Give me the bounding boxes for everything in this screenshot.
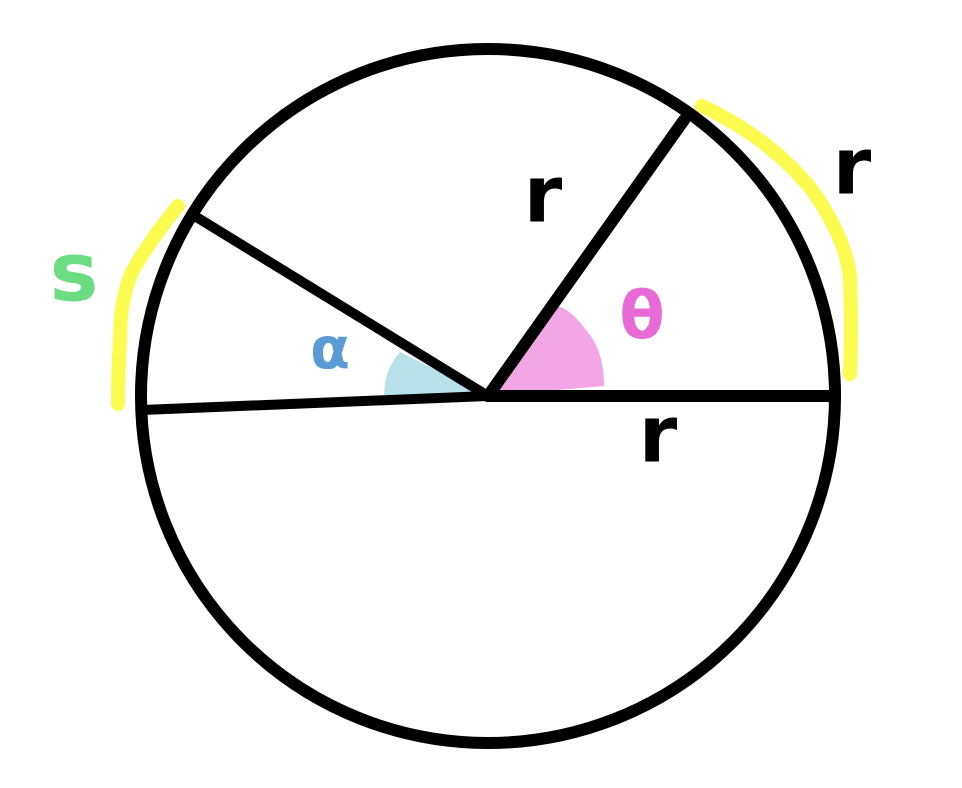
arc-highlight-left: [111, 199, 185, 411]
radius-label-top: r: [524, 150, 563, 240]
theta-angle-wedge: [488, 306, 604, 396]
radius-line-upper-right: [482, 114, 690, 402]
arc-highlight-right: [695, 99, 858, 381]
radius-line-upper-left: [193, 213, 493, 401]
arc-label-left: s: [50, 225, 99, 320]
arc-label-right: r: [833, 122, 872, 212]
theta-label: θ: [619, 277, 664, 354]
radius-line-left: [137, 391, 493, 415]
radius-label-bottom: r: [639, 390, 678, 480]
alpha-label: α: [310, 314, 350, 382]
